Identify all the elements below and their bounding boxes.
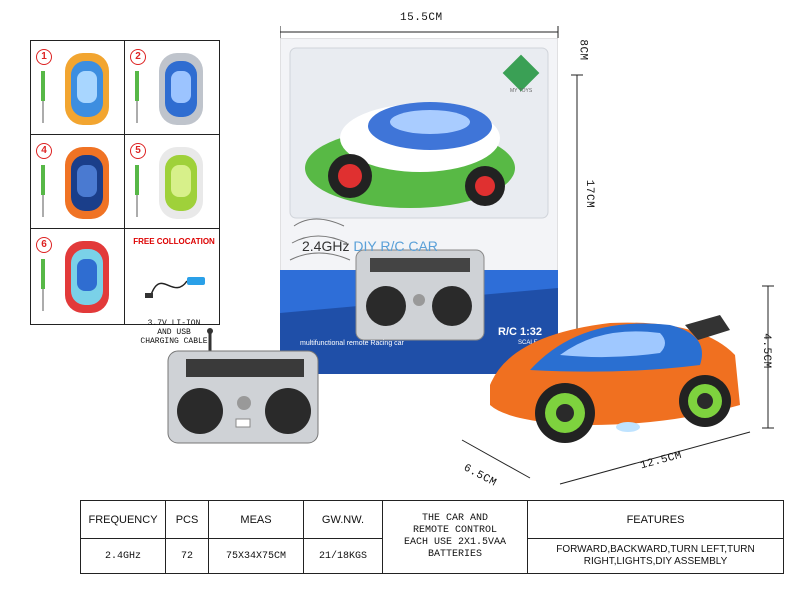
screwdriver-icon bbox=[134, 165, 140, 217]
option-number: 2 bbox=[130, 49, 146, 65]
option-cell-1: 1 bbox=[31, 41, 125, 135]
box-width-label: 15.5CM bbox=[400, 12, 443, 24]
option-number: 5 bbox=[130, 143, 146, 159]
option-number: 1 bbox=[36, 49, 52, 65]
box-subtitle: multifunctional remote Racing car bbox=[300, 340, 404, 347]
car-option-5 bbox=[153, 143, 209, 223]
color-options-grid: 1 2 4 5 6 FREE COLLOCATION 3.7V LI-ION A… bbox=[30, 40, 220, 346]
value-meas: 75X34X75CM bbox=[208, 538, 304, 574]
remote-control bbox=[167, 328, 319, 444]
box-title: 2.4GHz DIY R/C CAR bbox=[302, 238, 438, 254]
brand-logo: MY TOYS bbox=[510, 88, 533, 94]
header-features: FEATURES bbox=[527, 500, 784, 539]
car-option-6 bbox=[59, 237, 115, 317]
screwdriver-icon bbox=[134, 71, 140, 123]
header-pcs: PCS bbox=[165, 500, 209, 539]
option-cell-2: 2 bbox=[125, 41, 219, 135]
screwdriver-icon bbox=[40, 259, 46, 311]
option-cell-5: 5 bbox=[125, 135, 219, 229]
box-height-label: 17CM bbox=[583, 179, 596, 209]
scale-sub: SCALE bbox=[518, 340, 538, 346]
header-frequency: FREQUENCY bbox=[80, 500, 166, 539]
value-features: FORWARD,BACKWARD,TURN LEFT,TURN RIGHT,LI… bbox=[527, 538, 784, 574]
car-option-4 bbox=[59, 143, 115, 223]
value-pcs: 72 bbox=[165, 538, 209, 574]
header-meas: MEAS bbox=[208, 500, 304, 539]
free-collocation-text: 3.7V LI-ION AND USB CHARGING CABLE bbox=[140, 319, 208, 346]
option-number: 4 bbox=[36, 143, 52, 159]
free-collocation-title: FREE COLLOCATION bbox=[133, 237, 215, 246]
car-height-label: 4.5CM bbox=[759, 333, 772, 369]
battery-info: THE CAR AND REMOTE CONTROL EACH USE 2X1.… bbox=[382, 500, 528, 574]
scale-label: R/C 1:32 bbox=[498, 326, 543, 338]
option-cell-4: 4 bbox=[31, 135, 125, 229]
value-gw-nw: 21/18KGS bbox=[303, 538, 383, 574]
car-option-2 bbox=[153, 49, 209, 129]
box-width-arrow bbox=[280, 26, 559, 38]
option-cell-6: 6 bbox=[31, 229, 125, 324]
usb-cable-icon bbox=[145, 277, 205, 298]
value-frequency: 2.4GHz bbox=[80, 538, 166, 574]
header-gw-nw: GW.NW. bbox=[303, 500, 383, 539]
specs-table: FREQUENCY PCS MEAS GW.NW. THE CAR AND RE… bbox=[80, 500, 784, 574]
product-box: 2.4GHz DIY R/C CAR multifunctional remot… bbox=[279, 37, 559, 375]
screwdriver-icon bbox=[40, 165, 46, 217]
car-dimension-arrows bbox=[461, 285, 774, 485]
car-option-1 bbox=[59, 49, 115, 129]
orange-rc-car bbox=[490, 315, 740, 443]
option-number: 6 bbox=[36, 237, 52, 253]
screwdriver-icon bbox=[40, 71, 46, 123]
